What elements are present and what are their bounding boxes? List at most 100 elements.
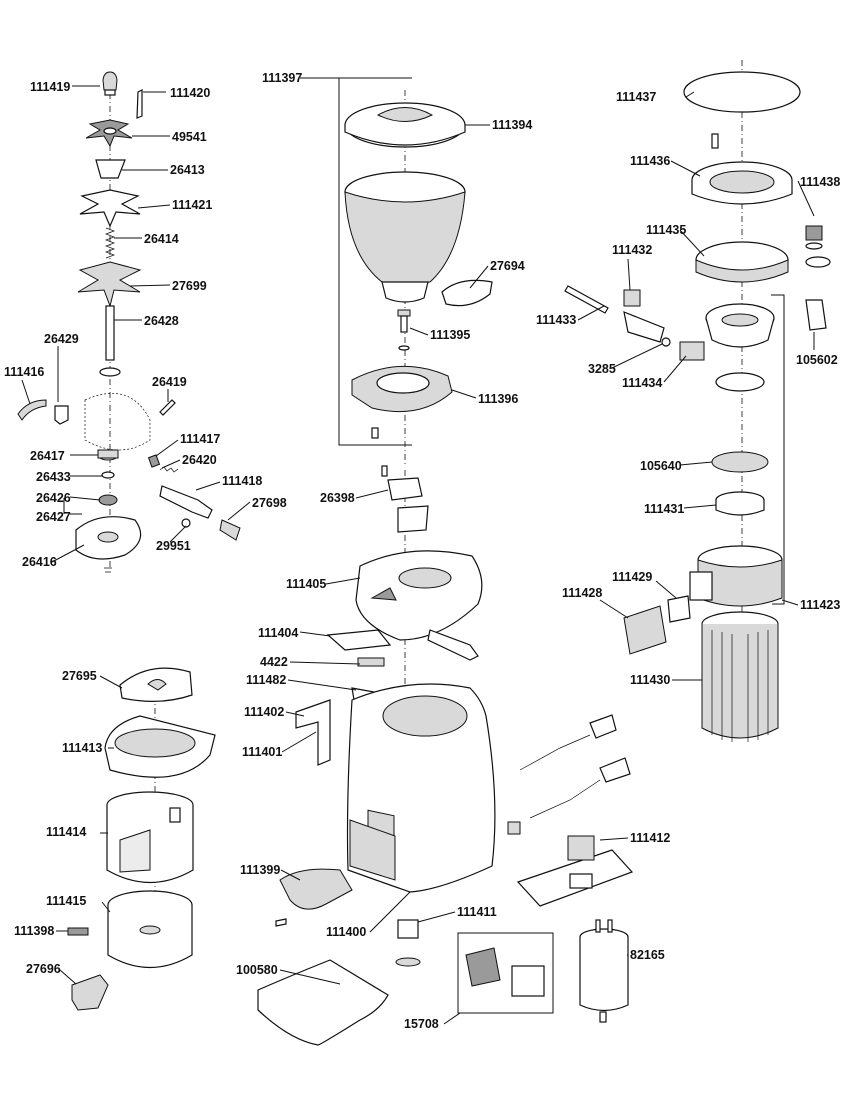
part-label: 26419 (152, 375, 187, 389)
doser-cover (104, 715, 216, 778)
part-label: 111437 (616, 90, 656, 104)
doser-knob (102, 71, 118, 96)
doser-star-top (85, 119, 133, 148)
doser-base (107, 890, 193, 969)
part-label: 26413 (170, 163, 205, 177)
part-label: 111419 (30, 80, 70, 94)
part-label: 111420 (170, 86, 210, 100)
hopper-lid (344, 102, 466, 148)
upper-burr-carrier (705, 303, 775, 348)
part-label: 111405 (286, 577, 326, 591)
part-label: 111402 (244, 705, 284, 719)
part-label: 111398 (14, 924, 54, 938)
part-label: 111421 (172, 198, 212, 212)
part-label: 27696 (26, 962, 61, 976)
hopper-bolt (397, 309, 411, 351)
part-label: 26428 (144, 314, 179, 328)
adjustment-knob (427, 629, 479, 661)
part-label: 111435 (646, 223, 686, 237)
ring-gear (695, 241, 789, 283)
doser-fork (71, 974, 109, 1011)
part-label: 111416 (4, 365, 44, 379)
part-label: 111396 (478, 392, 518, 406)
doser-container-assembly (67, 667, 216, 1011)
doser-label-plate (67, 927, 89, 936)
part-label: 26427 (36, 510, 71, 524)
part-label: 27699 (172, 279, 207, 293)
part-label: 111433 (536, 313, 576, 327)
part-label: 111404 (258, 626, 298, 640)
part-label: 111428 (562, 586, 602, 600)
doser-bearing (98, 494, 118, 506)
small-washer (661, 337, 671, 347)
doser-star-lower (77, 261, 142, 308)
part-label: 26416 (22, 555, 57, 569)
part-label: 111431 (644, 502, 684, 516)
part-label: 111415 (46, 894, 86, 908)
part-label: 26429 (44, 332, 79, 346)
motor (701, 611, 779, 742)
doser-gear-outline (84, 393, 151, 451)
doser-star-middle (79, 189, 141, 228)
part-label: 26417 (30, 449, 65, 463)
part-label: 111395 (430, 328, 470, 342)
part-label: 82165 (630, 948, 665, 962)
hopper-gate (441, 279, 493, 307)
drip-mat (257, 959, 389, 1046)
leader-lines (21, 85, 815, 1025)
lower-burr-carrier (715, 491, 765, 516)
doser-container (106, 791, 194, 884)
cable-bushing (507, 821, 521, 835)
part-label: 111412 (630, 831, 670, 845)
part-label: 15708 (404, 1017, 439, 1031)
top-cover (355, 550, 483, 641)
grinder-body-assembly (257, 465, 496, 1046)
part-label: 111482 (246, 673, 286, 687)
burr-set (711, 451, 769, 473)
shutter-plate (326, 629, 392, 651)
doser-assembly (17, 71, 241, 573)
spout (623, 605, 667, 655)
doser-curved-guard (17, 399, 47, 421)
part-label: 111436 (630, 154, 670, 168)
part-label: 111401 (242, 745, 282, 759)
rubber-foot (395, 919, 421, 967)
part-label: 111417 (180, 432, 220, 446)
burr-ring (715, 372, 765, 392)
part-label: 26433 (36, 470, 71, 484)
part-label: 111418 (222, 474, 262, 488)
part-label: 111414 (46, 825, 86, 839)
part-label: 111394 (492, 118, 532, 132)
doser-washer (101, 471, 115, 479)
part-label: 105640 (640, 459, 682, 473)
part-label: 111432 (612, 243, 652, 257)
doser-hub (97, 449, 119, 461)
part-label: 100580 (236, 963, 278, 977)
small-bracket (357, 657, 385, 667)
control-board (516, 835, 634, 907)
part-label: 26414 (144, 232, 179, 246)
part-label: 49541 (172, 130, 207, 144)
adjuster-rod (564, 285, 609, 314)
side-bracket (295, 699, 331, 766)
collar (691, 161, 793, 205)
doser-shaft (105, 305, 115, 361)
grinding-chamber (689, 545, 783, 607)
part-label: 111397 (262, 71, 302, 85)
doser-screw-small (181, 518, 191, 528)
part-label: 111411 (457, 905, 497, 919)
part-label: 29951 (156, 539, 191, 553)
doser-base-plate (75, 516, 142, 560)
part-label: 111423 (800, 598, 840, 612)
part-label: 111429 (612, 570, 652, 584)
hopper-base-plate (351, 365, 453, 413)
part-label: 111413 (62, 741, 102, 755)
part-label: 27694 (490, 259, 525, 273)
part-label: 105602 (796, 353, 838, 367)
hopper-assembly (300, 77, 493, 465)
mount-bracket (381, 465, 429, 533)
doser-handle (219, 519, 241, 541)
hopper-bowl (344, 171, 466, 303)
part-label: 3285 (588, 362, 616, 376)
